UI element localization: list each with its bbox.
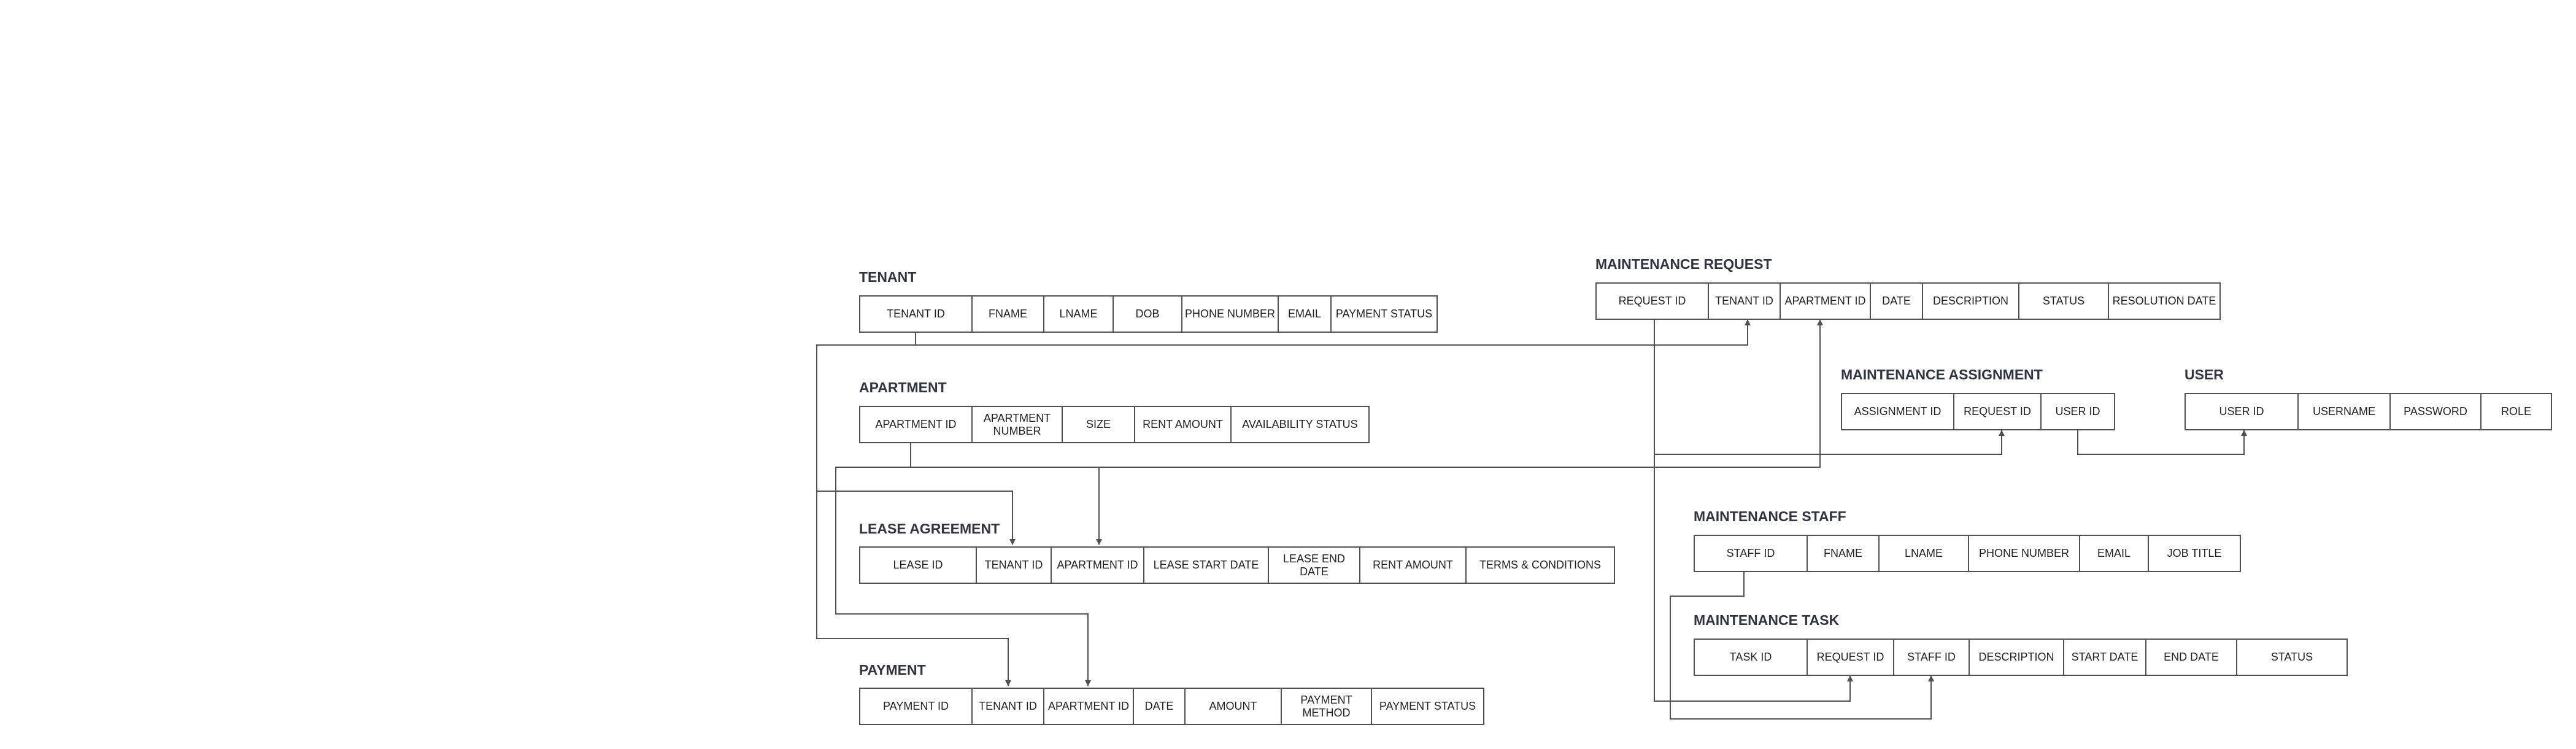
user-title: USER [2185, 367, 2224, 382]
maintenance-assignment-table: ASSIGNMENT ID REQUEST ID USER ID [1841, 393, 2115, 430]
task-field-status: STATUS [2270, 651, 2313, 663]
lease-field-lease-id: LEASE ID [860, 548, 977, 583]
payment-field-apartment-id: APARTMENT ID [1044, 689, 1134, 724]
user-field-username: USERNAME [2299, 394, 2391, 429]
lease-field-terms-conditions: TERMS & CONDITIONS [1479, 559, 1601, 571]
lease-field-apartment-id: APARTMENT ID [1052, 548, 1144, 583]
maintenance-task-table: TASK ID REQUEST ID STAFF ID DESCRIPTION … [1694, 638, 2348, 676]
lease-field-lease-end-date: LEASE END DATE [1269, 548, 1360, 583]
lease-field-tenant-id: TENANT ID [977, 548, 1052, 583]
payment-field-date: DATE [1134, 689, 1186, 724]
apartment-field-rent-amount: RENT AMOUNT [1135, 407, 1232, 442]
task-field-request-id: REQUEST ID [1808, 640, 1894, 675]
apartment-title: APARTMENT [859, 379, 947, 395]
task-field-task-id: TASK ID [1695, 640, 1808, 675]
tenant-field-fname: FNAME [973, 297, 1044, 332]
tenant-title: TENANT [859, 269, 917, 285]
payment-field-payment-id: PAYMENT ID [860, 689, 973, 724]
request-field-request-id: REQUEST ID [1597, 284, 1709, 319]
apartment-table: APARTMENT ID APARTMENT NUMBER SIZE RENT … [859, 406, 1370, 443]
request-field-resolution-date: RESOLUTION DATE [2112, 295, 2216, 307]
maintenance-task-title: MAINTENANCE TASK [1694, 612, 1840, 628]
tenant-table: TENANT ID FNAME LNAME DOB PHONE NUMBER E… [859, 295, 1438, 333]
payment-field-payment-status: PAYMENT STATUS [1379, 700, 1476, 712]
payment-title: PAYMENT [859, 662, 926, 678]
assignment-field-request-id: REQUEST ID [1954, 394, 2042, 429]
task-field-staff-id: STAFF ID [1894, 640, 1970, 675]
apartment-field-size: SIZE [1063, 407, 1135, 442]
apartment-field-availability-status: AVAILABILITY STATUS [1242, 418, 1358, 430]
request-field-status: STATUS [2019, 284, 2109, 319]
assignment-field-assignment-id: ASSIGNMENT ID [1842, 394, 1954, 429]
lease-field-rent-amount: RENT AMOUNT [1360, 548, 1467, 583]
request-field-tenant-id: TENANT ID [1709, 284, 1781, 319]
tenant-field-dob: DOB [1114, 297, 1182, 332]
tenant-field-tenant-id: TENANT ID [860, 297, 973, 332]
apartment-field-apartment-id: APARTMENT ID [860, 407, 973, 442]
connector-apartment-to-maintenance-request [910, 319, 1823, 468]
payment-table: PAYMENT ID TENANT ID APARTMENT ID DATE A… [859, 688, 1484, 725]
assignment-field-user-id: USER ID [2055, 405, 2100, 417]
lease-field-lease-start-date: LEASE START DATE [1144, 548, 1269, 583]
request-field-description: DESCRIPTION [1923, 284, 2019, 319]
user-field-role: ROLE [2501, 405, 2532, 417]
lease-agreement-title: LEASE AGREEMENT [859, 521, 1000, 537]
task-field-description: DESCRIPTION [1970, 640, 2064, 675]
payment-field-tenant-id: TENANT ID [973, 689, 1044, 724]
connector-tenant-to-lease-agreement [816, 344, 1016, 545]
maintenance-staff-table: STAFF ID FNAME LNAME PHONE NUMBER EMAIL … [1694, 535, 2241, 572]
tenant-field-phone-number: PHONE NUMBER [1182, 297, 1279, 332]
staff-field-fname: FNAME [1808, 536, 1880, 571]
staff-field-staff-id: STAFF ID [1695, 536, 1808, 571]
maintenance-request-table: REQUEST ID TENANT ID APARTMENT ID DATE D… [1595, 282, 2221, 320]
tenant-field-email: EMAIL [1279, 297, 1332, 332]
user-field-password: PASSWORD [2391, 394, 2482, 429]
payment-field-payment-method: PAYMENT METHOD [1282, 689, 1372, 724]
maintenance-assignment-title: MAINTENANCE ASSIGNMENT [1841, 367, 2043, 382]
connector-assignment-to-user [2077, 430, 2247, 455]
tenant-field-payment-status: PAYMENT STATUS [1335, 308, 1433, 320]
tenant-field-lname: LNAME [1044, 297, 1114, 332]
staff-field-lname: LNAME [1880, 536, 1969, 571]
user-table: USER ID USERNAME PASSWORD ROLE [2185, 393, 2552, 430]
maintenance-staff-title: MAINTENANCE STAFF [1694, 508, 1846, 524]
task-field-end-date: END DATE [2146, 640, 2237, 675]
apartment-field-apartment-number: APARTMENT NUMBER [973, 407, 1063, 442]
user-field-user-id: USER ID [2186, 394, 2299, 429]
staff-field-job-title: JOB TITLE [2167, 547, 2222, 559]
connector-maintenance-request-to-assignment [1654, 320, 2005, 455]
staff-field-phone-number: PHONE NUMBER [1969, 536, 2080, 571]
maintenance-request-title: MAINTENANCE REQUEST [1595, 256, 1772, 272]
task-field-start-date: START DATE [2064, 640, 2146, 675]
request-field-apartment-id: APARTMENT ID [1781, 284, 1871, 319]
request-field-date: DATE [1871, 284, 1923, 319]
lease-agreement-table: LEASE ID TENANT ID APARTMENT ID LEASE ST… [859, 546, 1615, 584]
staff-field-email: EMAIL [2080, 536, 2149, 571]
payment-field-amount: AMOUNT [1186, 689, 1282, 724]
